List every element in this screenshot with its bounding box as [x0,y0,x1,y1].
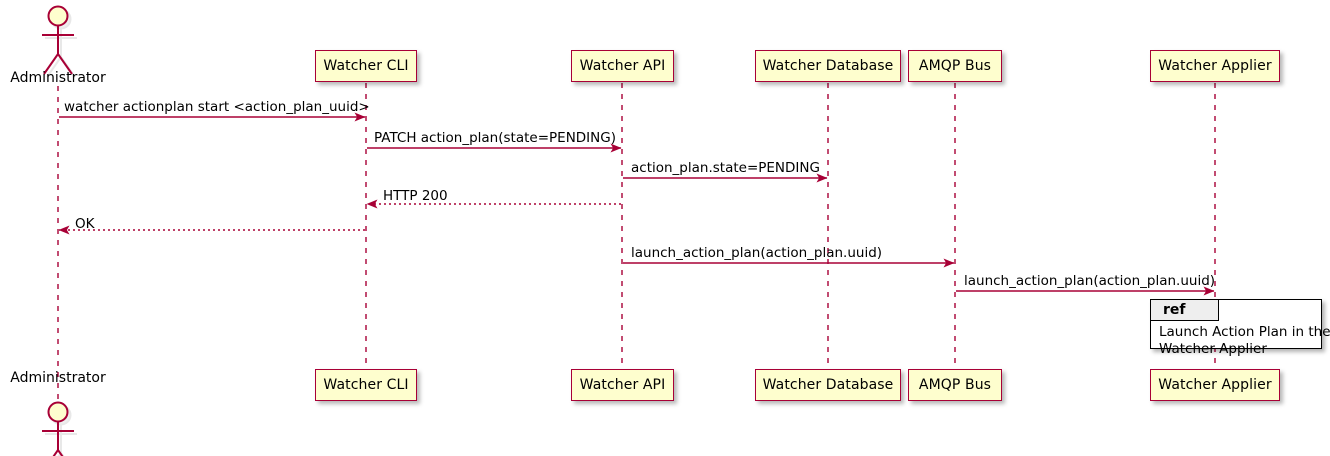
actor-label-top-administrator: Administrator [10,70,106,86]
ref-body-line-1: Watcher Applier [1159,341,1267,357]
participant-box-top-watcher-cli[interactable]: Watcher CLI [315,50,417,82]
ref-fragment-keyword: ref [1151,300,1219,321]
actor-label-bottom-administrator: Administrator [10,370,106,386]
message-label-msg-1: watcher actionplan start <action_plan_uu… [64,99,370,115]
participant-box-bottom-watcher-api[interactable]: Watcher API [571,369,674,401]
participant-box-bottom-watcher-database[interactable]: Watcher Database [755,369,901,401]
participant-box-top-watcher-database[interactable]: Watcher Database [755,50,901,82]
actor-figure-top-administrator [42,5,74,75]
message-label-msg-6: launch_action_plan(action_plan.uuid) [631,245,883,261]
participant-box-bottom-watcher-cli[interactable]: Watcher CLI [315,369,417,401]
lifelines-layer [57,83,1216,402]
actor-figure-bottom-administrator [42,401,74,456]
message-label-msg-4: HTTP 200 [383,188,448,204]
participant-box-top-watcher-applier[interactable]: Watcher Applier [1150,50,1280,82]
participant-box-bottom-amqp-bus[interactable]: AMQP Bus [908,369,1002,401]
actor-figures-layer [42,5,77,456]
message-label-msg-3: action_plan.state=PENDING [631,160,820,176]
participant-box-top-watcher-api[interactable]: Watcher API [571,50,674,82]
message-label-msg-7: launch_action_plan(action_plan.uuid) [964,273,1216,289]
message-label-msg-5: OK [75,216,95,232]
ref-keyword-label: ref [1163,302,1186,318]
participant-box-bottom-watcher-applier[interactable]: Watcher Applier [1150,369,1280,401]
participant-box-top-amqp-bus[interactable]: AMQP Bus [908,50,1002,82]
message-arrows-layer [58,112,1215,296]
message-label-msg-2: PATCH action_plan(state=PENDING) [374,130,616,146]
ref-body-line-0: Launch Action Plan in the [1159,324,1330,340]
